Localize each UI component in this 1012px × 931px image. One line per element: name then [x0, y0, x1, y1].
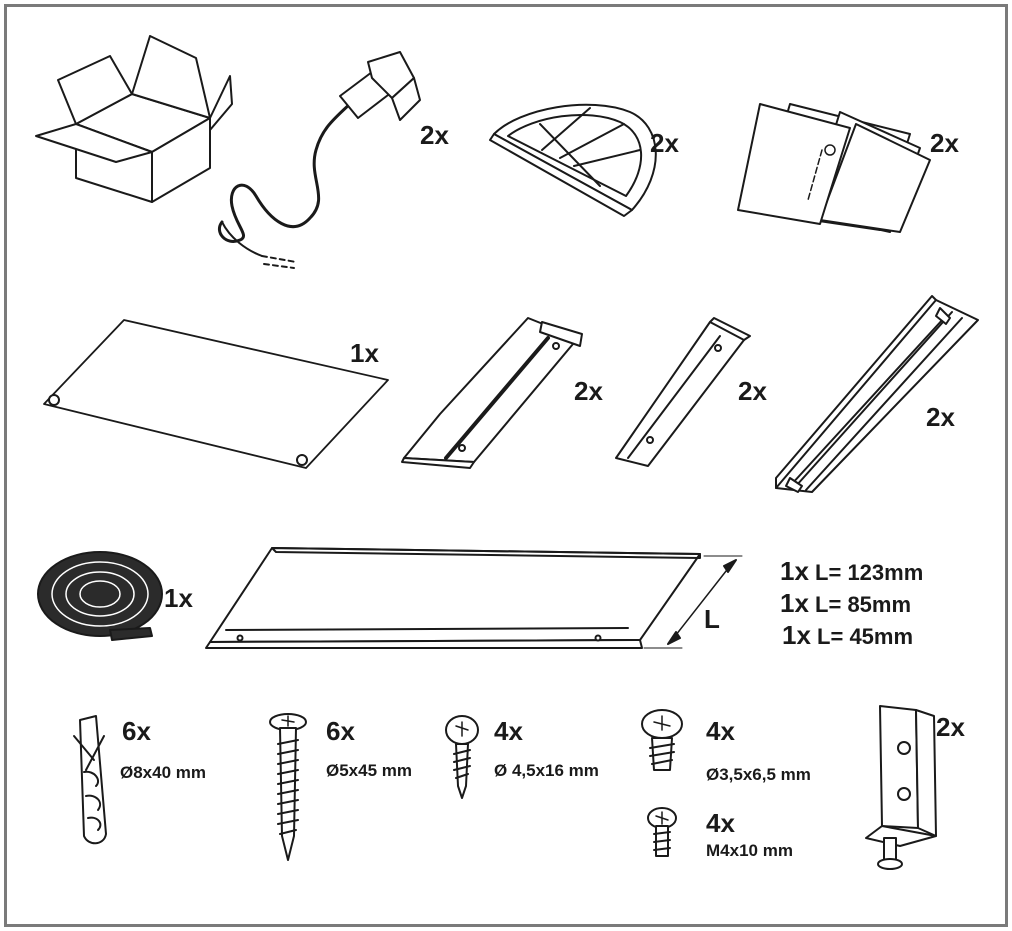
box-icon — [35, 35, 233, 203]
qty-rail: 2x — [926, 402, 955, 432]
qty-angle-bracket: 2x — [936, 712, 965, 742]
qty-cover-plate: 1x — [350, 338, 379, 368]
bracket-b-icon — [615, 317, 751, 467]
spec-screw-3-5: Ø3,5x6,5 mm — [706, 765, 811, 784]
length-text-2: L= 85mm — [815, 592, 912, 617]
length-text-1: L= 123mm — [815, 560, 924, 585]
length-qty-1: 1x — [780, 556, 809, 586]
spec-machine-screw: M4x10 mm — [706, 841, 793, 860]
qty-manual: 2x — [930, 128, 959, 158]
qty-machine-screw: 4x — [706, 808, 735, 838]
bracket-a-icon — [401, 317, 583, 469]
spec-wood-screw: Ø5x45 mm — [326, 761, 412, 780]
spec-screw-4-5: Ø 4,5x16 mm — [494, 761, 599, 780]
length-row-1: 1x L= 123mm — [780, 558, 923, 584]
qty-wood-screw: 6x — [326, 716, 355, 746]
wall-plug-icon — [73, 715, 107, 845]
extension-panel-icon — [205, 547, 743, 649]
length-row-2: 1x L= 85mm — [780, 590, 911, 616]
qty-screw-3-5: 4x — [706, 716, 735, 746]
length-qty-2: 1x — [780, 588, 809, 618]
qty-wall-plug: 6x — [122, 716, 151, 746]
length-text-3: L= 45mm — [817, 624, 914, 649]
screw-4-5-icon — [445, 715, 479, 799]
seal-tape-icon — [37, 551, 163, 641]
rail-icon — [775, 295, 979, 493]
machine-screw-icon — [647, 807, 677, 857]
power-cord-icon — [217, 51, 421, 269]
qty-power-cord: 2x — [420, 120, 449, 150]
manual-booklet-icon — [737, 103, 931, 233]
qty-filter-half-disc: 2x — [650, 128, 679, 158]
spec-wall-plug: Ø8x40 mm — [120, 763, 206, 782]
screw-3-5-icon — [641, 709, 683, 771]
cover-plate-icon — [43, 319, 389, 469]
length-row-3: 1x L= 45mm — [782, 622, 913, 648]
qty-bracket-a: 2x — [574, 376, 603, 406]
angle-bracket-icon — [865, 705, 937, 870]
length-qty-3: 1x — [782, 620, 811, 650]
wood-screw-icon — [269, 713, 307, 861]
dimension-label-l: L — [704, 604, 720, 634]
qty-seal-tape: 1x — [164, 583, 193, 613]
qty-bracket-b: 2x — [738, 376, 767, 406]
filter-half-disc-icon — [489, 103, 657, 217]
qty-screw-4-5: 4x — [494, 716, 523, 746]
